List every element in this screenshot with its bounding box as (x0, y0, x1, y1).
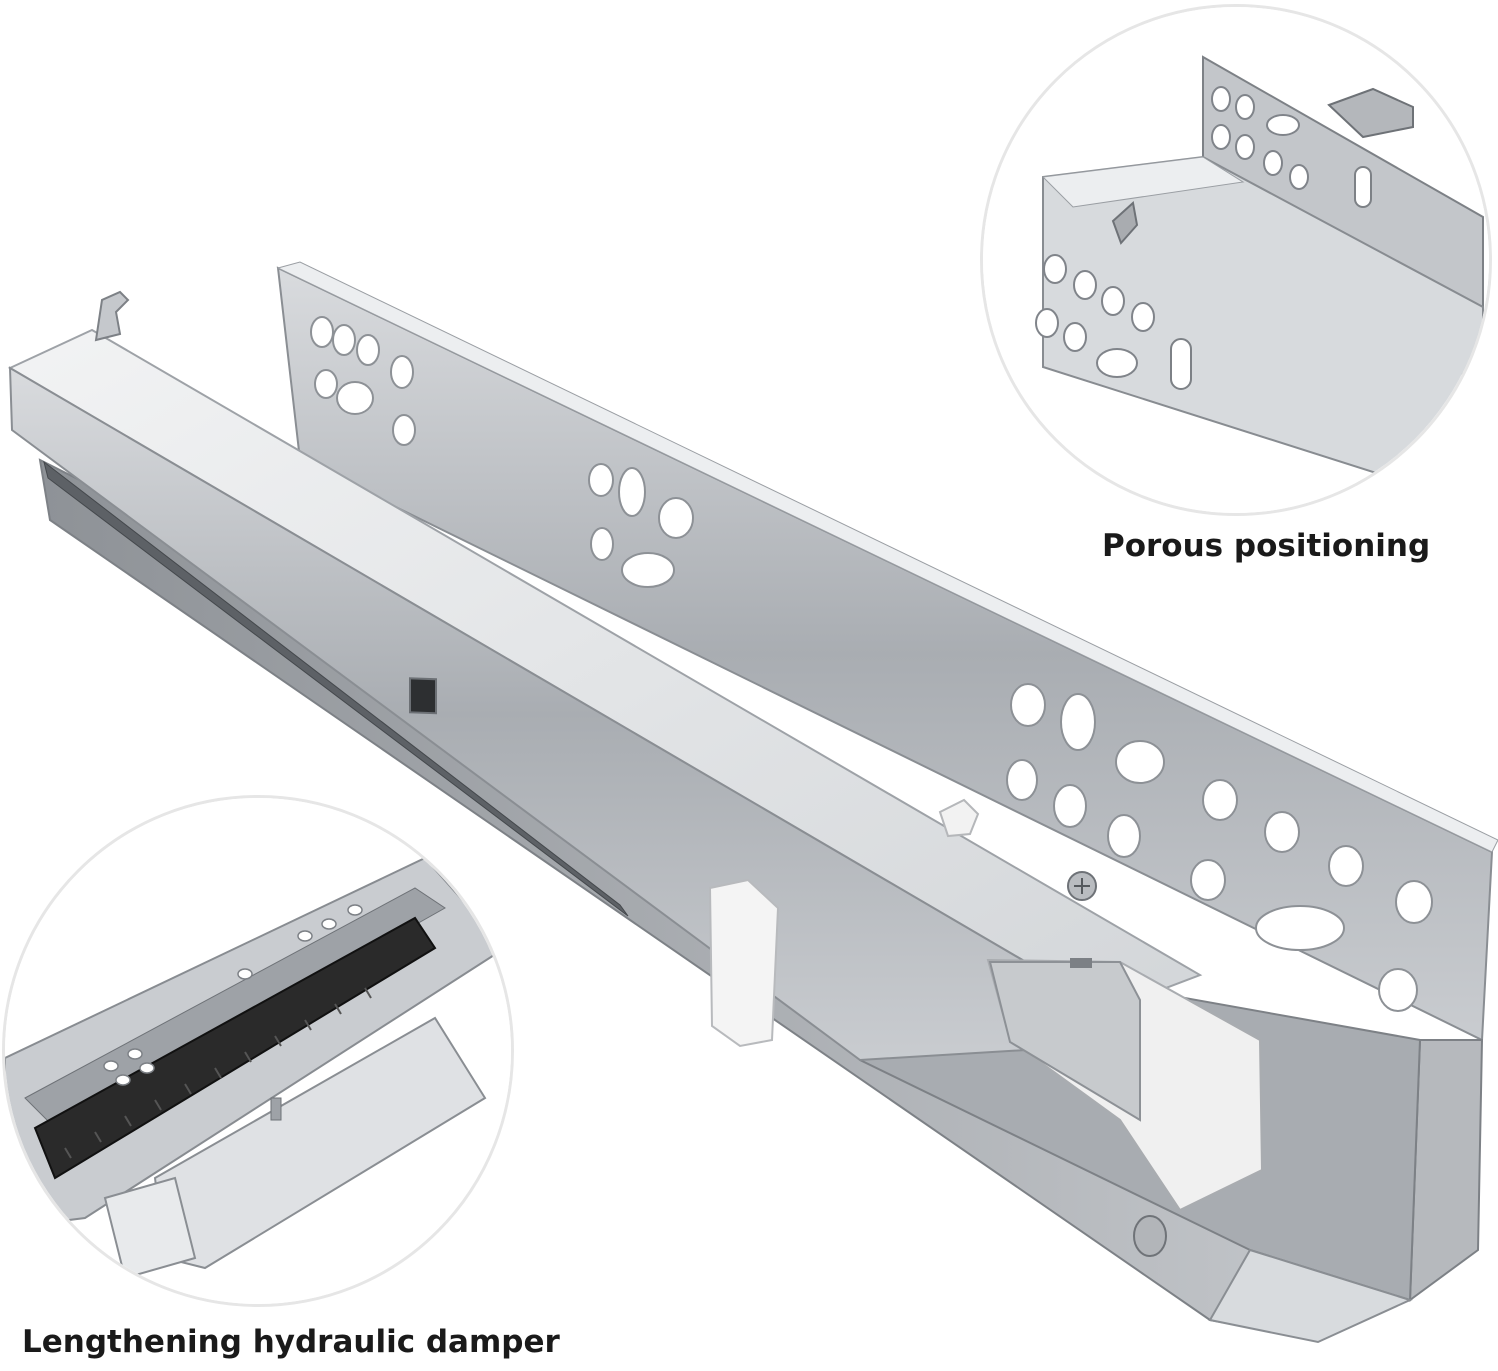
damper-body (33, 916, 437, 1180)
plastic-latch (938, 798, 980, 838)
porous-plate-detail (983, 7, 1489, 513)
rail-perforations (310, 316, 1433, 1012)
detail-circle-hydraulic-damper (2, 795, 514, 1307)
detail-circle-porous-positioning (980, 4, 1492, 516)
caption-hydraulic-damper: Lengthening hydraulic damper (22, 1324, 560, 1360)
rear-hook-tab (94, 290, 130, 342)
caption-porous-positioning: Porous positioning (1102, 528, 1431, 564)
hydraulic-damper-detail (5, 798, 511, 1304)
plastic-clip (708, 878, 780, 1048)
square-slot (409, 677, 437, 715)
